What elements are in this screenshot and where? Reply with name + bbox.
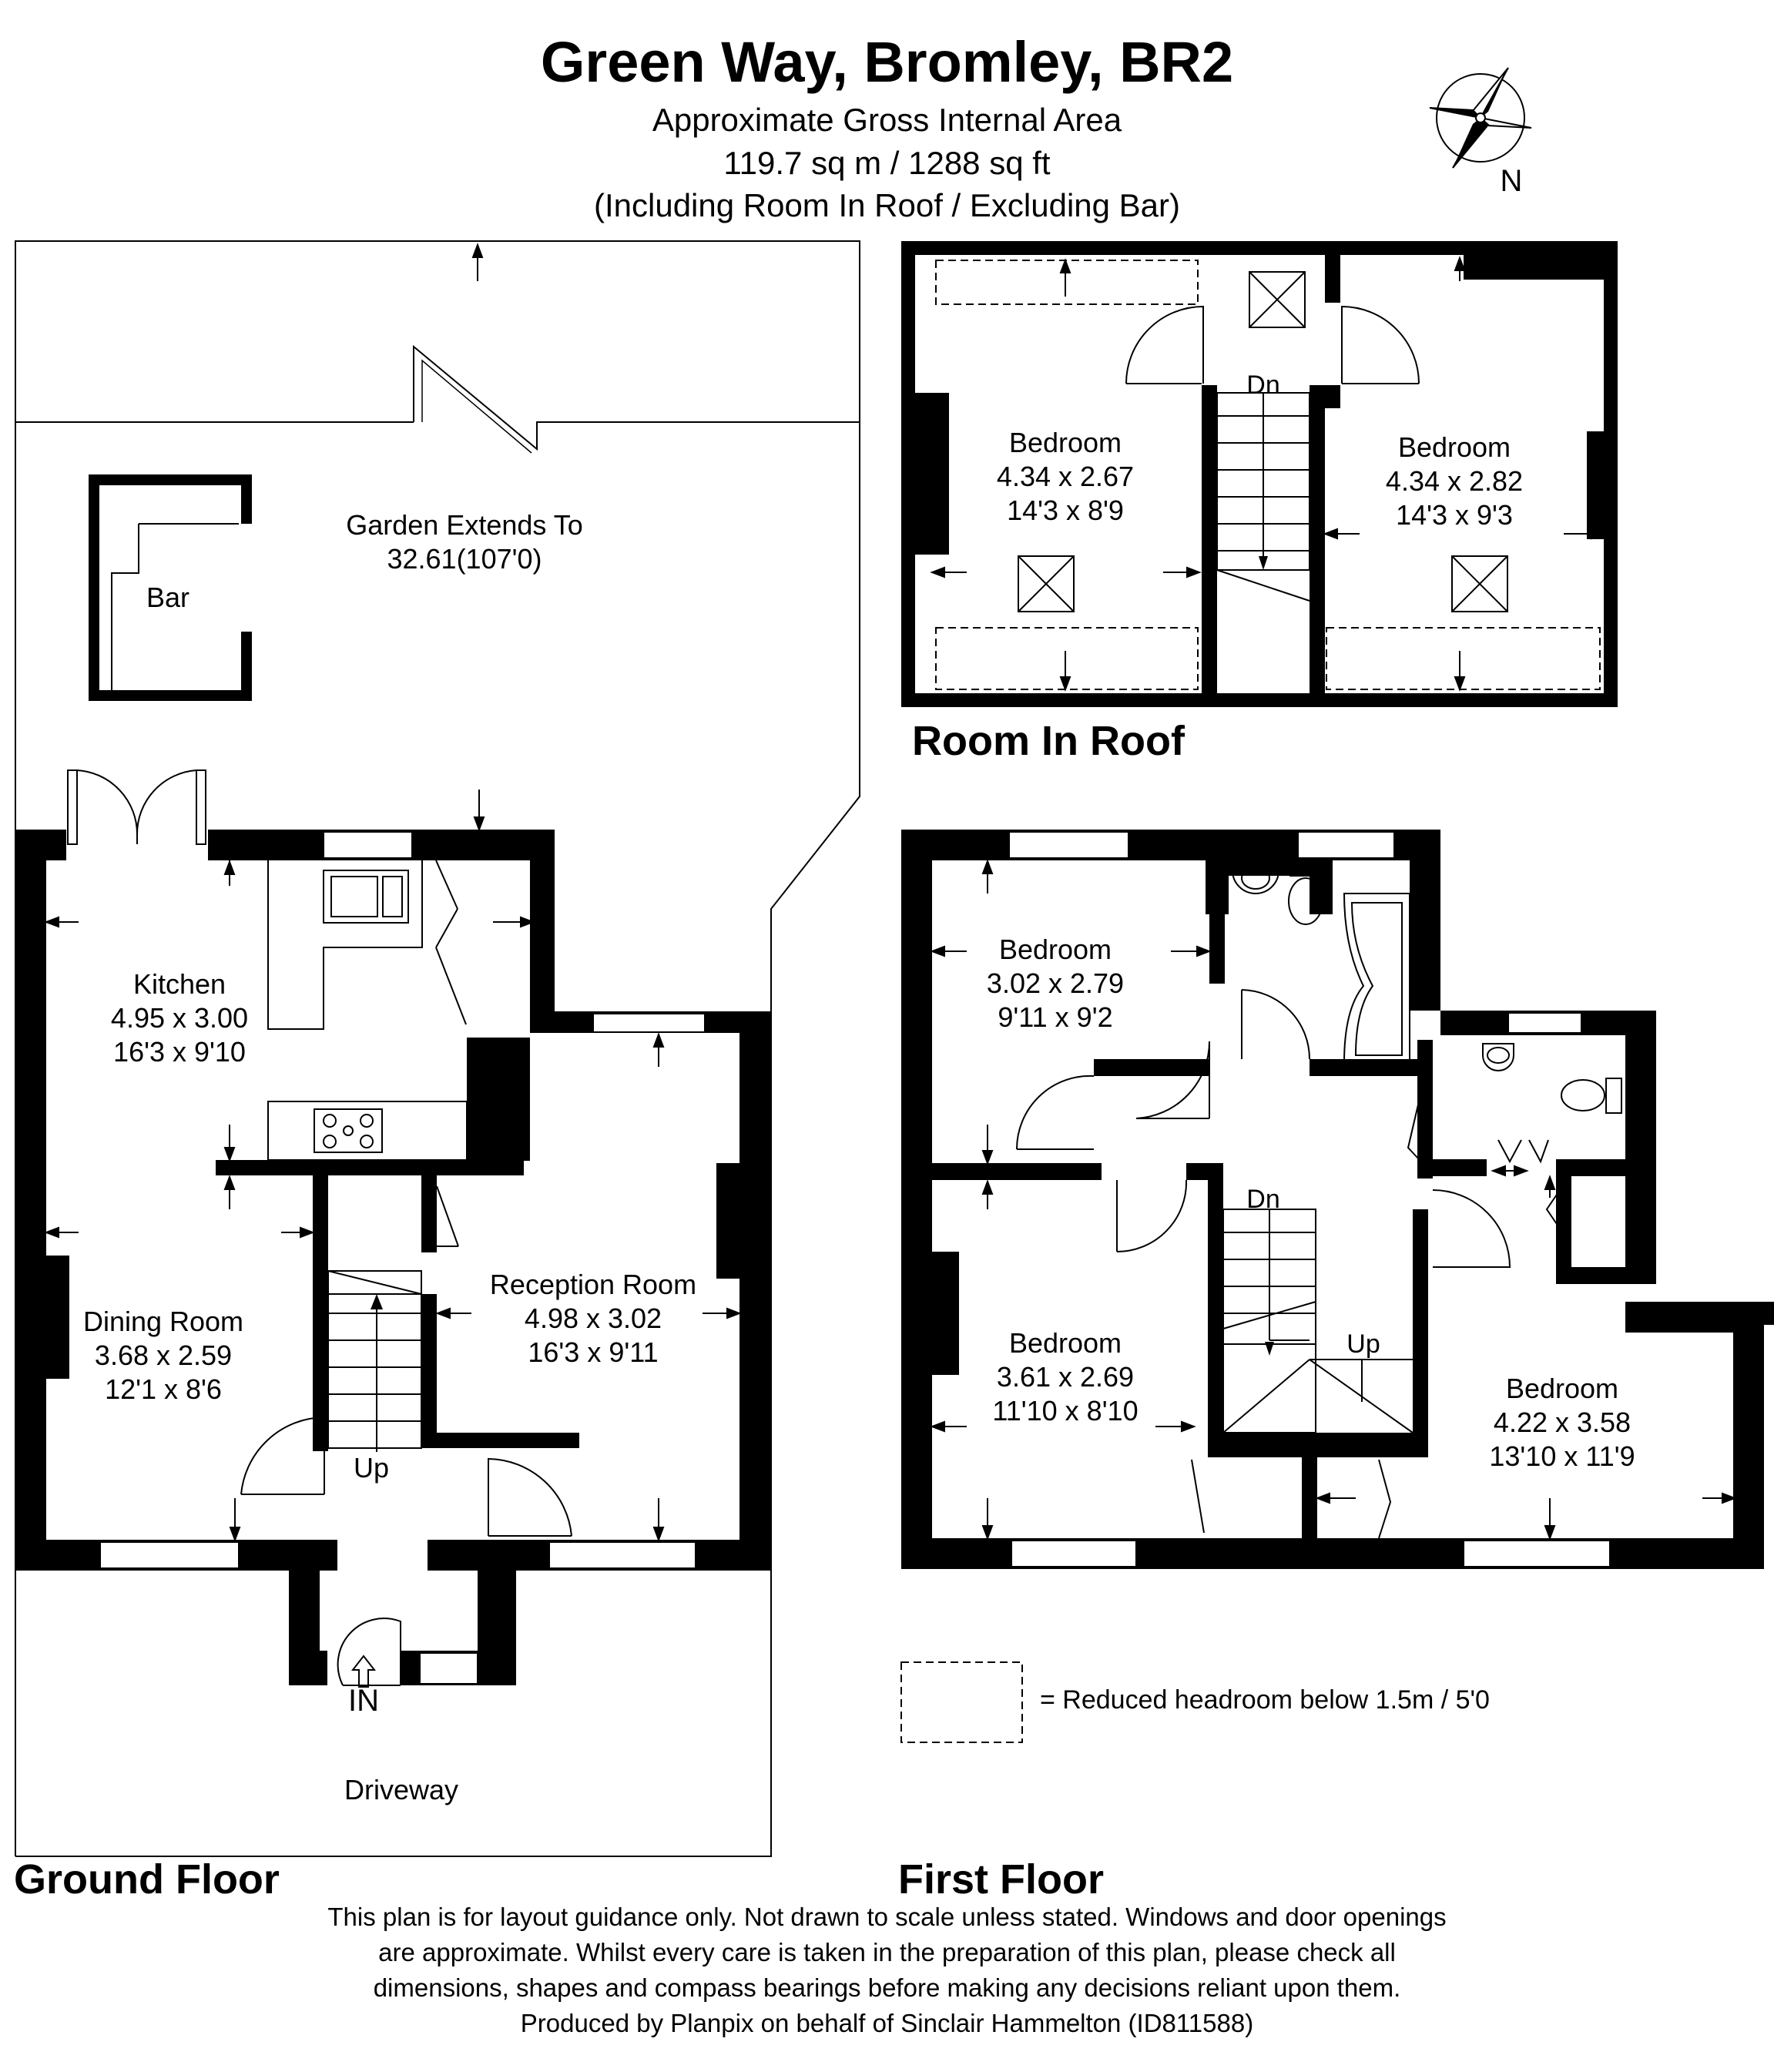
roof-bedroom-left-name: Bedroom [1009, 427, 1122, 458]
compass-north-label: N [1501, 164, 1523, 198]
dining-room-metric: 3.68 x 2.59 [95, 1339, 232, 1371]
first-bedroom-left-imperial: 11'10 x 8'10 [992, 1395, 1138, 1427]
disclaimer-line-1: This plan is for layout guidance only. N… [327, 1903, 1447, 1931]
reception-room-metric: 4.98 x 3.02 [525, 1303, 662, 1334]
bar-building [89, 474, 258, 701]
plan-title: Green Way, Bromley, BR2 [540, 30, 1234, 94]
legend-text: = Reduced headroom below 1.5m / 5'0 [1040, 1685, 1490, 1715]
roof-bedroom-left-imperial: 14'3 x 8'9 [1007, 495, 1124, 526]
dining-room-imperial: 12'1 x 8'6 [105, 1373, 222, 1405]
first-bedroom-right-metric: 4.22 x 3.58 [1494, 1406, 1631, 1438]
roof-bedroom-right-name: Bedroom [1398, 431, 1511, 463]
garden-label: Garden Extends To [346, 509, 583, 541]
dining-room-name: Dining Room [83, 1306, 243, 1337]
first-stairs-up-label: Up [1346, 1329, 1380, 1359]
disclaimer-line-3: dimensions, shapes and compass bearings … [373, 1973, 1401, 2002]
room-in-roof-plan: Bedroom 4.34 x 2.67 14'3 x 8'9 Bedroom 4… [901, 241, 1618, 764]
first-bedroom-right-imperial: 13'10 x 11'9 [1489, 1440, 1635, 1472]
kitchen-imperial: 16'3 x 9'10 [113, 1036, 246, 1068]
first-bedroom-right-name: Bedroom [1506, 1373, 1618, 1404]
first-bedroom-left-metric: 3.61 x 2.69 [997, 1361, 1134, 1393]
kitchen-name: Kitchen [133, 968, 226, 1000]
first-floor-heading: First Floor [898, 1856, 1104, 1903]
area-value: 119.7 sq m / 1288 sq ft [723, 145, 1051, 181]
driveway-label: Driveway [344, 1774, 458, 1805]
area-caption: Approximate Gross Internal Area [652, 102, 1122, 138]
compass-rose-icon [1429, 67, 1532, 169]
garden-dimension: 32.61(107'0) [387, 543, 542, 575]
roof-stairs-down-label: Dn [1246, 370, 1279, 400]
entrance-label: IN [348, 1684, 379, 1718]
first-bedroom-left-name: Bedroom [1009, 1327, 1122, 1359]
ground-dimension-markers [44, 243, 742, 1542]
reception-room-imperial: 16'3 x 9'11 [528, 1336, 658, 1368]
first-bedroom-top-imperial: 9'11 x 9'2 [998, 1001, 1112, 1033]
disclaimer-line-2: are approximate. Whilst every care is ta… [378, 1938, 1396, 1966]
first-bedroom-top-name: Bedroom [999, 934, 1112, 965]
ground-floor-heading: Ground Floor [14, 1856, 280, 1903]
room-in-roof-heading: Room In Roof [912, 718, 1185, 764]
area-note: (Including Room In Roof / Excluding Bar) [593, 187, 1181, 223]
disclaimer: This plan is for layout guidance only. N… [0, 1899, 1774, 2041]
reception-room-name: Reception Room [490, 1269, 696, 1300]
disclaimer-line-4: Produced by Planpix on behalf of Sinclai… [520, 2009, 1254, 2037]
ground-stairs-up-label: Up [354, 1452, 389, 1484]
reduced-headroom-swatch [900, 1661, 1023, 1743]
first-bedroom-top-metric: 3.02 x 2.79 [987, 967, 1124, 999]
headroom-legend: = Reduced headroom below 1.5m / 5'0 [900, 1661, 1490, 1743]
kitchen-metric: 4.95 x 3.00 [111, 1002, 248, 1034]
roof-bedroom-right-imperial: 14'3 x 9'3 [1396, 499, 1513, 531]
roof-bedroom-right-metric: 4.34 x 2.82 [1386, 465, 1523, 497]
ground-floor-plan: Garden Extends To 32.61(107'0) Bar Kitch… [14, 240, 860, 1903]
first-stairs-down-label: Dn [1246, 1185, 1279, 1214]
first-floor-plan: Bedroom 3.02 x 2.79 9'11 x 9'2 Bedroom 3… [898, 830, 1774, 1903]
roof-bedroom-left-metric: 4.34 x 2.67 [997, 461, 1134, 492]
bar-label: Bar [146, 582, 189, 613]
